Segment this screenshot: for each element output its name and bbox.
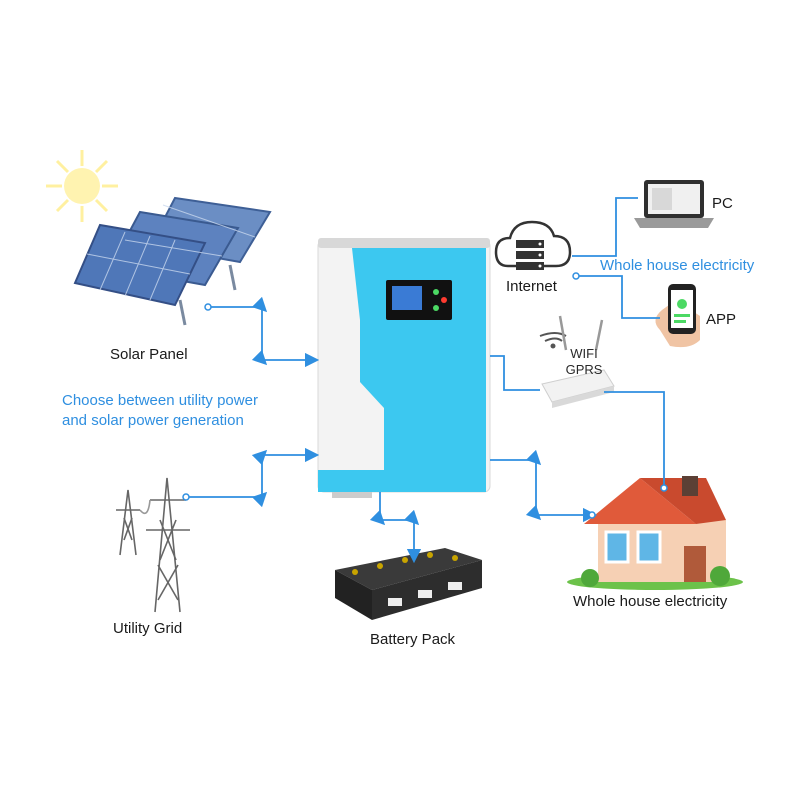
battery-pack-label: Battery Pack <box>370 631 456 648</box>
router-to-house-line <box>604 391 665 488</box>
phone-icon <box>655 284 700 348</box>
solar-panel-icon <box>73 196 272 326</box>
cloud-to-pc-line <box>572 197 638 257</box>
inverter-to-house-line <box>490 449 598 523</box>
wifi-label: WIFI <box>570 346 598 361</box>
cloud-server-icon <box>494 220 572 270</box>
router-label: WIFI GPRS <box>564 346 604 378</box>
choose-power-note-line2: and solar power generation <box>62 412 244 429</box>
inverter-icon <box>317 238 491 498</box>
power-tower-icon <box>116 477 190 613</box>
flow-lines <box>186 197 665 564</box>
battery-pack-icon <box>335 548 482 620</box>
internet-label: Internet <box>506 278 557 295</box>
whole-house-bottom-label: Whole house electricity <box>573 593 728 610</box>
utility-grid-label: Utility Grid <box>113 620 183 637</box>
inverter-to-battery-line <box>369 492 422 564</box>
solar-panel-label: Solar Panel <box>110 346 188 363</box>
pc-label: PC <box>712 195 733 212</box>
house-icon <box>567 476 743 590</box>
app-label: APP <box>706 311 737 328</box>
solar-to-inverter-line <box>208 296 320 368</box>
wifi-router-icon <box>539 315 615 408</box>
choose-power-note-line1: Choose between utility power <box>62 392 258 409</box>
inverter-to-router-line <box>490 355 540 391</box>
grid-to-inverter-line <box>186 447 320 508</box>
laptop-icon <box>634 180 714 228</box>
cloud-to-app-line <box>576 275 660 319</box>
gprs-label: GPRS <box>565 362 603 377</box>
sun-icon <box>46 150 118 222</box>
whole-house-top-label: Whole house electricity <box>600 257 755 274</box>
